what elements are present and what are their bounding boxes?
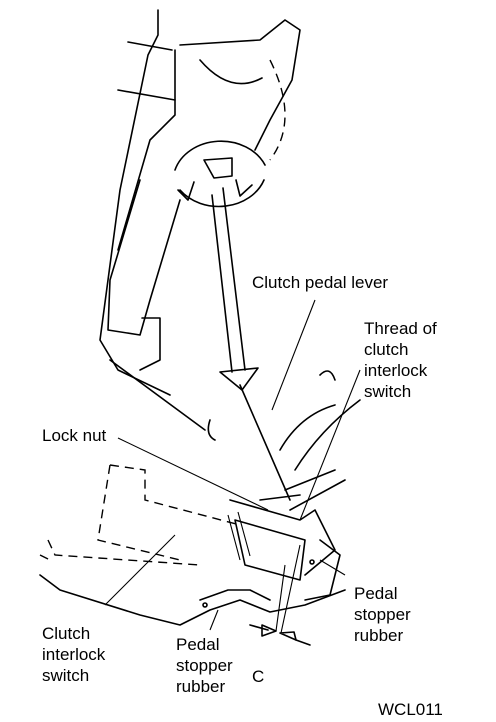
label-clearance-c: C xyxy=(252,667,265,686)
label-pedal-stopper-rubber-right: Pedal stopper rubber xyxy=(354,584,411,645)
downward-arrow xyxy=(211,187,259,391)
label-clutch-interlock-switch: Clutch interlock switch xyxy=(42,624,106,685)
label-clutch-pedal-lever: Clutch pedal lever xyxy=(252,273,389,292)
detail-circle xyxy=(174,140,266,208)
label-lock-nut: Lock nut xyxy=(42,426,107,445)
lower-switch-assembly xyxy=(39,370,361,626)
upper-pedal-assembly xyxy=(99,9,301,431)
leader-lines xyxy=(104,299,361,631)
label-pedal-stopper-rubber-center: Pedal stopper rubber xyxy=(176,635,233,696)
label-thread-of-switch: Thread of clutch interlock switch xyxy=(364,319,437,401)
figure-code: WCL011 xyxy=(378,700,443,719)
clearance-dimension xyxy=(249,544,311,646)
